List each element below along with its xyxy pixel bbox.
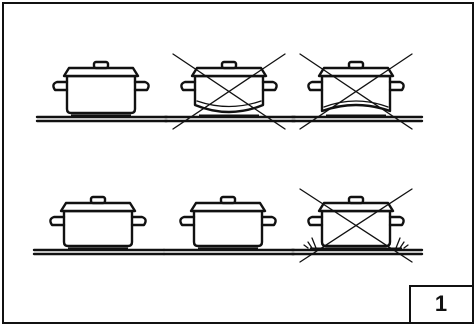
pot-lid (62, 66, 140, 78)
pot-handle-left (52, 80, 69, 92)
figure-number: 1 (434, 291, 448, 316)
pot-body (192, 209, 264, 248)
lid-knob (89, 195, 107, 205)
heating-zone (199, 114, 259, 118)
pot-handle-left (307, 215, 324, 227)
heating-zone (310, 247, 402, 251)
cookware-panel-4 (32, 195, 166, 256)
cookware-panel-6 (290, 188, 424, 263)
pot-handle-left (307, 80, 324, 92)
pot-handle-left (179, 215, 196, 227)
cookware-panel-2 (163, 53, 297, 130)
heat-escape-mark (399, 241, 405, 249)
pot-lid (189, 201, 267, 213)
figure-frame (2, 2, 474, 324)
pot-body (62, 209, 134, 248)
pot-handle-right (260, 215, 277, 227)
heating-zone (326, 114, 386, 118)
heat-escape-mark (307, 241, 313, 249)
heating-zone (71, 114, 131, 118)
lid-knob (219, 195, 237, 205)
pot-base-curve (196, 100, 262, 108)
heat-escape-mark (303, 244, 309, 249)
heat-escape-mark (395, 237, 401, 249)
pot-lid (190, 66, 268, 78)
pot-handle-right (133, 80, 150, 92)
pot-base-curve (323, 100, 389, 108)
pot-handle-left (49, 215, 66, 227)
pot-handle-right (130, 215, 147, 227)
cross-out-line (172, 53, 286, 130)
cross-out-line (299, 188, 413, 263)
pot-lid (317, 66, 395, 78)
pot-handle-right (388, 80, 405, 92)
cookware-panel-1 (35, 60, 169, 123)
panel-group (32, 53, 424, 263)
pot-handle-left (180, 80, 197, 92)
heating-zone (198, 247, 258, 251)
cookware-panel-3 (290, 53, 424, 130)
figure-number-box (409, 285, 474, 324)
lid-knob (220, 60, 238, 70)
pot-body (320, 74, 392, 113)
lid-knob (92, 60, 110, 70)
pot-lid (59, 201, 137, 213)
heating-zone (68, 247, 128, 251)
heat-escape-mark (403, 244, 409, 249)
pot-body (65, 74, 137, 115)
cross-out-line (299, 53, 413, 130)
lid-knob (347, 60, 365, 70)
pot-handle-right (261, 80, 278, 92)
heat-escape-mark (311, 237, 317, 249)
lid-knob (347, 195, 365, 205)
pot-lid (317, 201, 395, 213)
pot-handle-right (388, 215, 405, 227)
cookware-panel-5 (162, 195, 296, 256)
